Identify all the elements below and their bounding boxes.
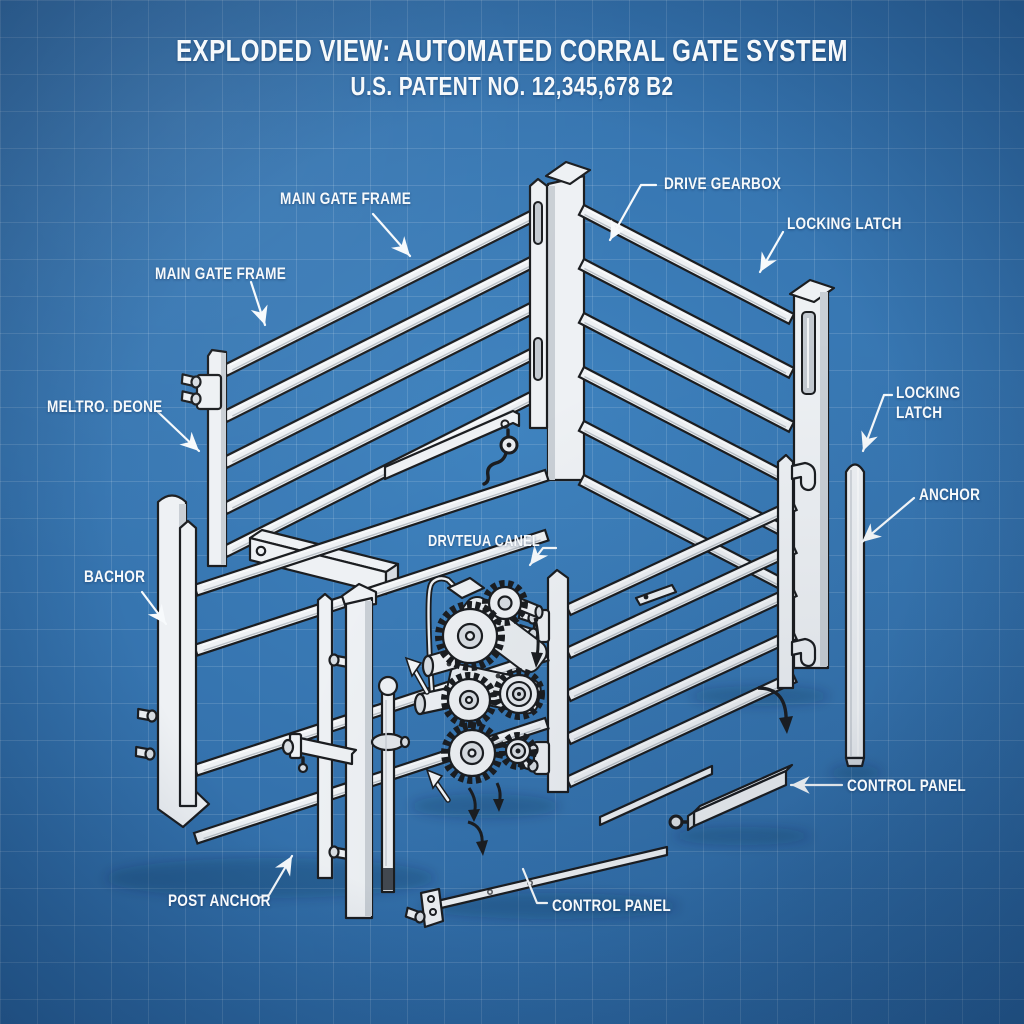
label-meltro-deone: MELTRO. DEONE [47,397,163,416]
label-anchor: ANCHOR [919,485,981,504]
locking-latch-rod [844,463,866,768]
front-gate-frame [134,470,549,920]
leader-lines [140,183,916,905]
bottom-rail [404,845,669,929]
label-bachor: BACHOR [84,567,146,586]
gear [441,722,503,784]
diagram-title: EXPLODED VIEW: AUTOMATED CORRAL GATE SYS… [176,33,848,68]
direction-arrow-icon [404,656,430,695]
label-post-anchor: POST ANCHOR [168,891,271,910]
door-hinge-post [316,592,334,880]
latch-pin-rail [383,409,521,486]
gate-hook [790,637,817,668]
label-control-panel-bottom: CONTROL PANEL [552,896,671,915]
label-main-gate-frame-lower: MAIN GATE FRAME [155,264,287,283]
hinge-bracket [180,373,223,411]
gear [499,732,537,770]
post-anchor-rod [370,675,411,894]
shadows [105,686,882,919]
label-locking-latch-upper: LOCKING LATCH [787,214,902,233]
gear [441,672,497,728]
door-latch-post [340,582,378,920]
corner-post [528,160,592,482]
hinge-bracket [517,740,551,776]
gear [493,668,545,720]
assembly-arrows [404,617,793,856]
gate-frame-back-left [180,200,557,568]
loose-rail [598,764,714,827]
label-main-gate-frame-upper: MAIN GATE FRAME [280,189,412,208]
label-drive-gearbox: DRIVE GEARBOX [664,174,782,193]
direction-arrow-icon [425,768,451,803]
latch-handle [281,732,358,774]
label-drive-canel: DRVTEUA CANEL [428,533,540,550]
gear [482,580,528,626]
patent-number: U.S. PATENT NO. 12,345,678 B2 [350,71,674,101]
label-control-panel-right: CONTROL PANEL [847,776,966,795]
gate-panel-right [517,453,817,794]
label-locking-latch-right: LOCKING LATCH [896,383,961,422]
gear [435,601,505,671]
gate-hook [790,461,817,492]
drive-gearbox-gears [413,575,548,784]
control-panel-bar [668,763,794,832]
